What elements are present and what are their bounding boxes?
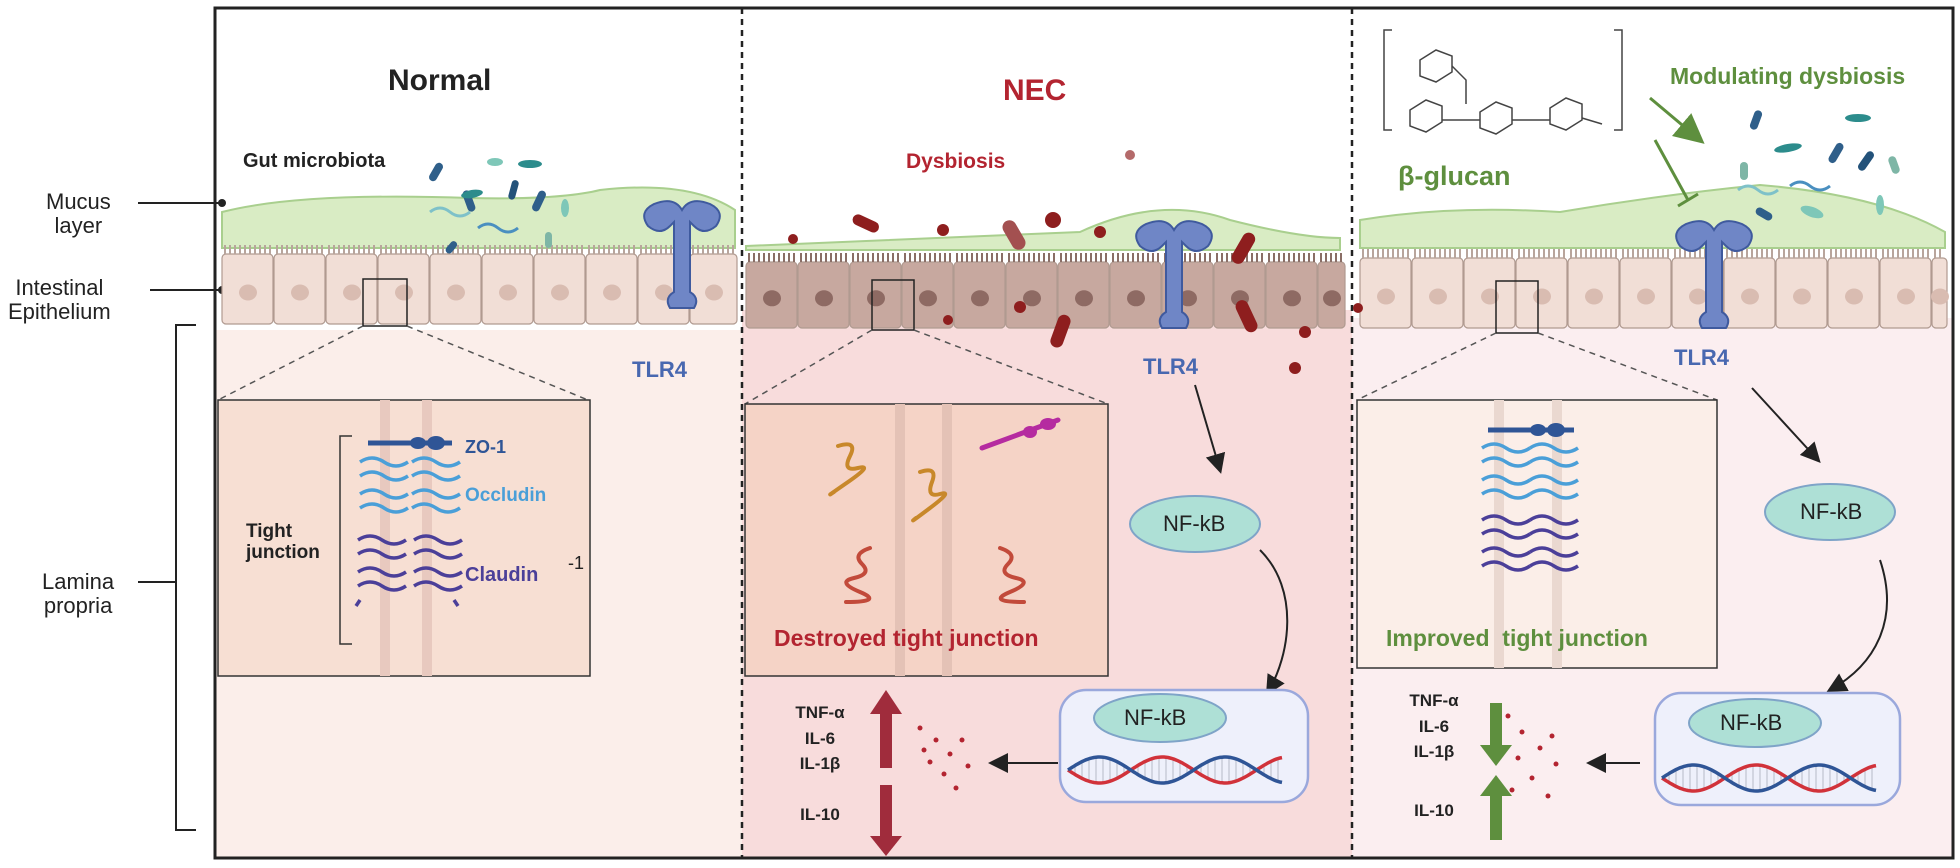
claudin-suffix-label: -1 <box>568 553 585 573</box>
improved-claudin-icon <box>1481 514 1579 572</box>
figure-frame <box>213 6 1955 860</box>
tlr4-receptor-icon <box>1675 220 1753 329</box>
normal-title: Normal <box>388 64 492 97</box>
modulated-microbiota-icon <box>1737 110 1900 221</box>
tlr4-receptor-icon <box>1135 220 1213 329</box>
improved-zo1-icon <box>1488 423 1574 437</box>
nec-cytokine-il1b: IL-1β <box>799 754 841 773</box>
tlr4-to-nfkb-arrow <box>1194 384 1226 474</box>
dna-helix-icon <box>1661 763 1877 793</box>
nfkb-nucleus-ellipse <box>1093 693 1227 743</box>
cytokine-particles-icon <box>917 725 971 791</box>
nfkb-nucleus-ellipse-treatment <box>1688 698 1822 748</box>
zo1-label: ZO-1 <box>465 437 507 457</box>
nec-il10-label: IL-10 <box>800 805 840 824</box>
tlr4-label: TLR4 <box>632 357 687 382</box>
dysbiosis-label: Dysbiosis <box>906 150 1006 173</box>
dna-helix-icon <box>1067 755 1283 785</box>
broken-zo1-icon <box>979 417 1061 451</box>
treatment-nfkb-label: NF-kB <box>1800 499 1863 524</box>
nec-cytokine-tnf: TNF-α <box>795 703 845 722</box>
modulating-arrow <box>1649 96 1705 144</box>
tlr4-to-nfkb-arrow-treatment <box>1751 387 1821 463</box>
treatment-mucus-layer <box>1359 183 1946 249</box>
modulating-dysbiosis-label: Modulating dysbiosis <box>1670 63 1906 89</box>
cytokine-increase-arrow-icon <box>870 690 902 768</box>
nfkb-translocation-arrow-treatment <box>1826 559 1888 692</box>
nec-tight-junction-inset <box>744 403 1109 677</box>
treatment-tlr4-label: TLR4 <box>1674 345 1729 370</box>
nfkb-cytoplasm-treatment <box>1764 483 1896 541</box>
inhibition-bar-icon <box>1677 192 1699 208</box>
gut-microbiota-icon <box>429 158 569 254</box>
treatment-epithelium <box>1359 249 1949 329</box>
beta-glucan-structure-icon <box>1383 29 1623 135</box>
nec-epithelium <box>745 253 1346 329</box>
normal-tight-junction-inset <box>217 399 591 677</box>
normal-zoom-square <box>362 278 408 327</box>
lamina-bracket <box>175 324 196 831</box>
beta-glucan-label: β-glucan <box>1398 161 1511 191</box>
broken-occludin-icon <box>828 442 948 523</box>
cytokine-decrease-arrow-icon <box>1480 703 1512 766</box>
broken-claudin-icon <box>844 546 1026 604</box>
zo1-protein-icon <box>368 436 452 450</box>
gut-microbiota-label: Gut microbiota <box>243 150 386 172</box>
improved-tight-junction-label: Improved tight junction <box>1386 625 1648 651</box>
nec-cytokine-list: TNF-α IL-6 IL-1β <box>790 700 850 777</box>
tlr4-receptor-icon <box>643 200 721 309</box>
nec-title: NEC <box>1003 74 1067 107</box>
nec-tlr4-label: TLR4 <box>1143 354 1198 379</box>
il10-decrease-arrow-icon <box>870 785 902 856</box>
treatment-cytokine-list: TNF-α IL-6 IL-1β <box>1404 688 1464 765</box>
nec-nfkb-label: NF-kB <box>1163 511 1226 536</box>
destroyed-tight-junction-label: Destroyed tight junction <box>774 625 1039 651</box>
nec-zoom-square <box>871 279 915 331</box>
treatment-il10-label: IL-10 <box>1414 801 1454 820</box>
il10-increase-arrow-icon <box>1480 775 1512 840</box>
treatment-cytokine-il6: IL-6 <box>1418 716 1450 736</box>
treatment-cytokine-tnf: TNF-α <box>1409 691 1459 710</box>
treatment-zoom-square <box>1495 280 1539 334</box>
treatment-nfkb-nucleus-label: NF-kB <box>1720 710 1783 735</box>
normal-epithelium <box>221 245 738 325</box>
occludin-protein-icon <box>359 456 461 514</box>
nfkb-translocation-arrow <box>1259 549 1289 696</box>
treatment-cytokine-il1b: IL-1β <box>1413 742 1455 761</box>
tight-junction-bracket <box>339 435 352 645</box>
nec-cytokine-il6: IL-6 <box>804 728 836 748</box>
inhibition-line <box>1653 139 1690 201</box>
nec-nfkb-nucleus-label: NF-kB <box>1124 705 1187 730</box>
cytokine-particles-icon <box>1505 713 1559 799</box>
nfkb-cytoplasm <box>1129 495 1261 553</box>
improved-occludin-icon <box>1481 442 1579 500</box>
claudin-label: Claudin <box>465 564 539 586</box>
occludin-label: Occludin <box>465 485 547 506</box>
claudin-protein-icon <box>354 534 463 607</box>
dysbiosis-bacteria-icon <box>788 150 1363 374</box>
